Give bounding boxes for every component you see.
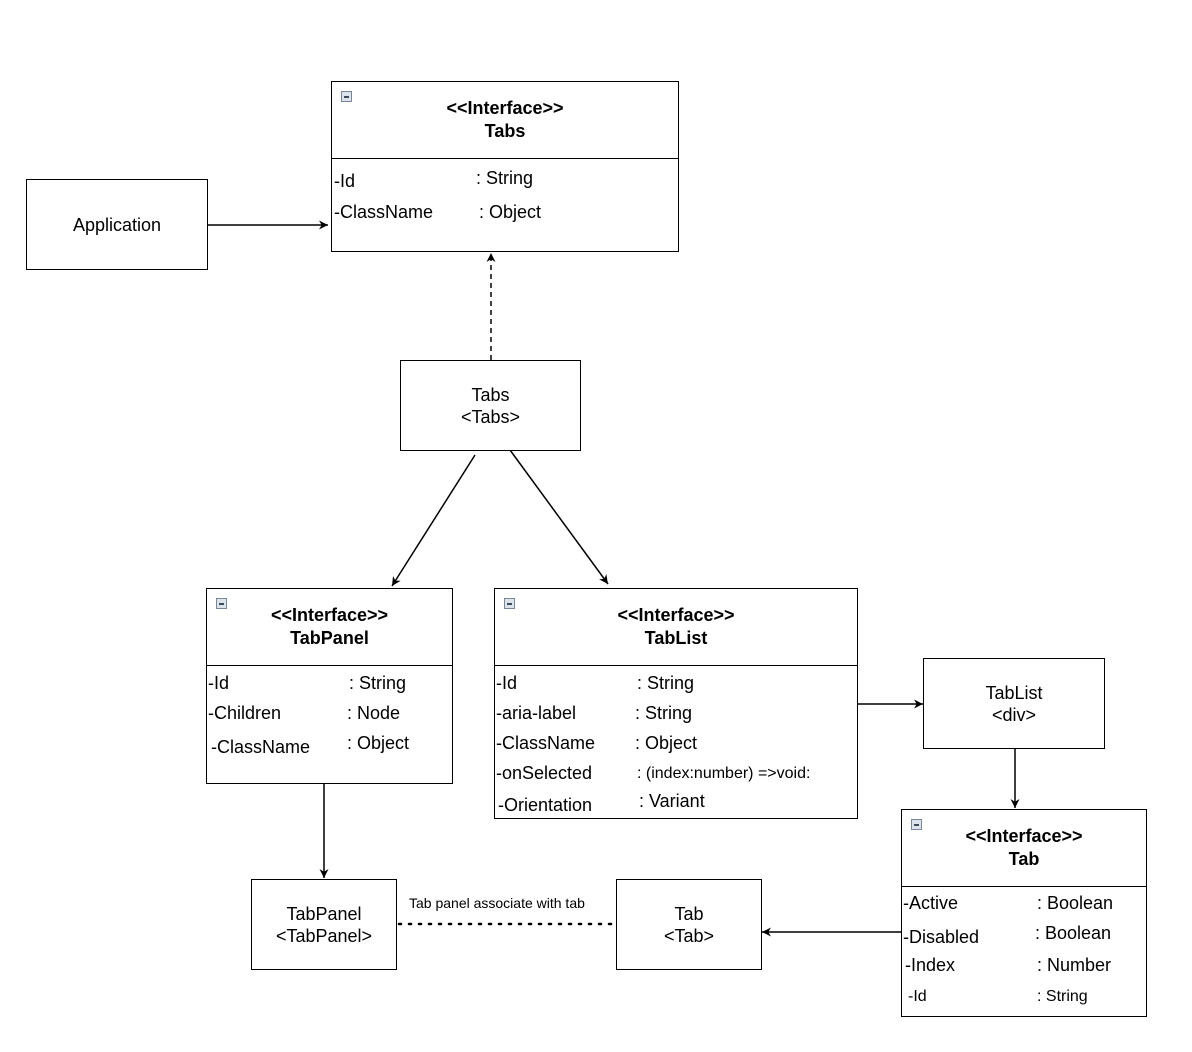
attribute-name: -Id xyxy=(334,171,356,191)
component-tag: <Tabs> xyxy=(460,406,521,427)
tablist-interface-header: <<Interface>> TabList xyxy=(495,589,857,666)
attribute-type: : Boolean xyxy=(1037,893,1114,913)
stereotype-label: <<Interface>> xyxy=(446,98,564,118)
association-label: Tab panel associate with tab xyxy=(409,895,585,911)
class-name: TabPanel xyxy=(290,628,369,648)
attribute-type: : String xyxy=(349,673,407,693)
attribute-name: -Disabled xyxy=(903,927,980,947)
attribute-name: -Id xyxy=(208,673,230,693)
attribute-name: -ClassName xyxy=(211,737,311,757)
tabs-component-node[interactable]: Tabs <Tabs> xyxy=(400,360,581,451)
tab-interface-header: <<Interface>> Tab xyxy=(902,810,1146,887)
attribute-name: -onSelected xyxy=(496,763,593,783)
tabpanel-interface-node[interactable]: <<Interface>> TabPanel -Id : String -Chi… xyxy=(206,588,453,784)
component-tag: <TabPanel> xyxy=(275,925,373,946)
stereotype-label: <<Interface>> xyxy=(617,605,735,625)
attribute-type: : Object xyxy=(347,733,410,753)
application-node[interactable]: Application xyxy=(26,179,208,270)
collapse-icon[interactable] xyxy=(504,598,515,609)
attribute-type: : Number xyxy=(1037,955,1112,975)
stereotype-label: <<Interface>> xyxy=(270,605,389,625)
tablist-interface-node[interactable]: <<Interface>> TabList -Id : String -aria… xyxy=(494,588,858,819)
component-name: Tab xyxy=(674,903,704,924)
attribute-name: -Orientation xyxy=(498,795,593,815)
tabpanel-interface-header: <<Interface>> TabPanel xyxy=(207,589,452,666)
attribute-name: -ClassName xyxy=(496,733,596,753)
attribute-type: : Object xyxy=(479,202,542,222)
attribute-name: -Active xyxy=(903,893,959,913)
attribute-name: -Children xyxy=(208,703,282,723)
attribute-type: : String xyxy=(635,703,693,723)
edge-tabs-to-tablist-interface xyxy=(509,449,609,585)
collapse-icon[interactable] xyxy=(216,598,227,609)
stereotype-label: <<Interface>> xyxy=(965,826,1083,846)
tablist-component-node[interactable]: TabList <div> xyxy=(923,658,1105,749)
component-name: TabPanel xyxy=(286,903,362,924)
tabpanel-component-node[interactable]: TabPanel <TabPanel> xyxy=(251,879,397,970)
class-name: TabList xyxy=(644,628,708,648)
application-label: Application xyxy=(72,214,162,235)
component-name: Tabs xyxy=(471,384,510,405)
attribute-type: : Node xyxy=(347,703,401,723)
tabs-interface-node[interactable]: <<Interface>> Tabs -Id : String -ClassNa… xyxy=(331,81,679,252)
attribute-type: : Object xyxy=(635,733,698,753)
attribute-type: : Variant xyxy=(639,791,705,811)
attribute-name: -Index xyxy=(905,955,956,975)
component-tag: <Tab> xyxy=(663,925,715,946)
tab-interface-node[interactable]: <<Interface>> Tab -Active : Boolean -Dis… xyxy=(901,809,1147,1017)
attribute-name: -Id xyxy=(496,673,518,693)
tab-component-node[interactable]: Tab <Tab> xyxy=(616,879,762,970)
component-tag: <div> xyxy=(991,704,1037,725)
attribute-name: -aria-label xyxy=(496,703,577,723)
component-name: TabList xyxy=(985,682,1043,703)
attribute-name: -ClassName xyxy=(334,202,434,222)
collapse-icon[interactable] xyxy=(911,819,922,830)
attribute-type: : (index:number) =>void: xyxy=(637,765,811,782)
attribute-type: : String xyxy=(637,673,695,693)
attribute-type: : String xyxy=(1037,988,1088,1005)
tabs-interface-header: <<Interface>> Tabs xyxy=(332,82,678,159)
attribute-type: : Boolean xyxy=(1035,923,1112,943)
class-name: Tabs xyxy=(484,121,526,141)
attribute-type: : String xyxy=(476,168,534,188)
collapse-icon[interactable] xyxy=(341,91,352,102)
edge-tabs-to-tabpanel-interface xyxy=(391,454,476,587)
attribute-name: -Id xyxy=(908,988,927,1005)
class-name: Tab xyxy=(1008,849,1040,869)
